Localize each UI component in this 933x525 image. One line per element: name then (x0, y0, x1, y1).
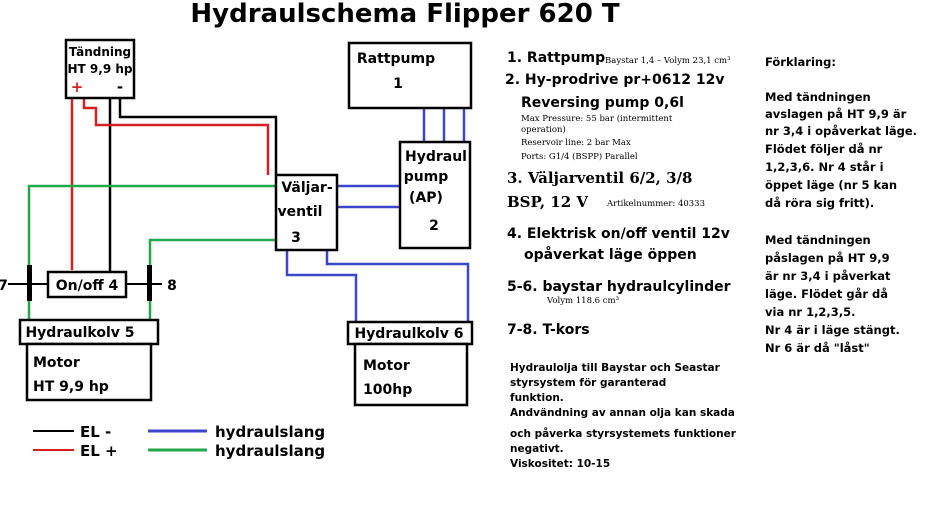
part3-line2: BSP, 12 V (507, 193, 588, 211)
tandning-model: HT 9,9 hp (68, 62, 133, 76)
valjarventil-box (274, 173, 339, 252)
motor5-box (25, 342, 153, 402)
green-hose-left (27, 184, 276, 265)
explanation: Förklaring: Med tändningen avslagen på H… (765, 55, 917, 355)
valjarventil-number: 3 (291, 230, 301, 246)
oil-note-line7: Viskositet: 10-15 (510, 458, 610, 470)
explanation-p2-line5: via nr 1,2,3,5. (765, 305, 856, 319)
valjarventil-line2: ventil (278, 204, 323, 220)
tkors-8-label: 8 (167, 278, 177, 294)
motor6-box (353, 342, 469, 407)
part78-title: 7-8. T-kors (507, 322, 590, 338)
oil-note-line5: och påverka styrsystemets funktioner (510, 427, 737, 440)
legend-green-label: hydraulslang (215, 442, 325, 460)
el-plus-wire (82, 98, 270, 175)
green-hose-right (148, 238, 276, 265)
hydraulpump-line3: (AP) (409, 190, 443, 206)
part4-line1: 4. Elektrisk on/off ventil 12v (507, 226, 730, 242)
part1-note: Baystar 1,4 – Volym 23,1 cm³ (605, 56, 731, 66)
part56-title: 5-6. baystar hydraulcylinder (507, 279, 731, 295)
tandning-label: Tändning (69, 45, 131, 59)
tandning-minus: - (117, 78, 123, 96)
rattpump-label: Rattpump (357, 51, 435, 67)
hydraulpump-box (398, 140, 472, 250)
tkors-8-bar (147, 265, 152, 301)
legend-blue-label: hydraulslang (215, 423, 325, 441)
part2-note-1: Max Pressure: 55 bar (intermittent (521, 113, 673, 124)
explanation-p2-line1: Med tändningen (765, 233, 871, 247)
explanation-p1-line6: öppet läge (nr 5 kan (765, 178, 897, 192)
rattpump-number: 1 (393, 76, 403, 92)
explanation-p1-line1: Med tändningen (765, 90, 871, 104)
part3-line1: 3. Väljarventil 6/2, 3/8 (507, 169, 692, 187)
oil-note-line4: Andvändning av annan olja kan skada (510, 407, 735, 419)
oil-note-line2: styrsystem för garanterad (510, 377, 666, 389)
tandning-plus: + (71, 78, 84, 96)
explanation-heading: Förklaring: (765, 55, 836, 69)
hydraulkolv5-label: Hydraulkolv 5 (25, 325, 134, 341)
onoff-label: On/off 4 (56, 278, 119, 294)
tkors-7-label: 7 (0, 278, 8, 294)
explanation-p1-line4: Flödet följer då nr (765, 142, 883, 156)
onoff-valve-box (46, 270, 128, 299)
tandning-box (64, 38, 136, 100)
blue-hose-kolv6-a (285, 250, 358, 322)
motor6-line1: Motor (363, 358, 410, 374)
legend-el-plus-label: EL + (80, 442, 118, 460)
hydraulpump-line2: pump (404, 169, 449, 185)
explanation-p1-line3: nr 3,4 i opåverkat läge. (765, 124, 917, 138)
part56-note: Volym 118.6 cm³ (546, 296, 619, 306)
hydraulkolv6-label: Hydraulkolv 6 (354, 326, 463, 342)
explanation-p2-line6: Nr 4 är i läge stängt. (765, 323, 900, 337)
legend: EL - EL + hydraulslang hydraulslang (33, 423, 325, 460)
rattpump-box (347, 41, 473, 110)
motor5-line1: Motor (33, 355, 80, 371)
oil-note: Hydraulolja till Baystar och Seastar sty… (510, 362, 737, 470)
part3-note: Artikelnummer: 40333 (606, 199, 705, 209)
el-minus-wire (118, 98, 278, 175)
explanation-p1-line2: avslagen på HT 9,9 är (765, 107, 907, 121)
part2-sub: Reversing pump 0,6l (521, 95, 684, 111)
page-title: Hydraulschema Flipper 620 T (190, 0, 619, 29)
explanation-p1-line5: 1,2,3,6. Nr 4 står i (765, 160, 884, 174)
parts-list: 1. Rattpump Baystar 1,4 – Volym 23,1 cm³… (505, 50, 731, 338)
explanation-p1-line7: då röra sig fritt). (765, 196, 874, 210)
oil-note-line6: negativt. (510, 443, 564, 455)
part4-line2: opåverkat läge öppen (524, 246, 697, 263)
part2-note-4: Ports: G1/4 (BSPP) Parallel (521, 151, 638, 162)
tkors-7-bar (27, 265, 32, 301)
hydraulpump-number: 2 (429, 218, 439, 234)
motor6-line2: 100hp (363, 382, 412, 398)
motor5-line2: HT 9,9 hp (33, 379, 109, 395)
hydraulpump-line1: Hydraul (405, 149, 467, 165)
legend-el-minus-label: EL - (80, 423, 111, 441)
part2-note-3: Reservoir line: 2 bar Max (521, 138, 631, 148)
explanation-p2-line7: Nr 6 är då "låst" (765, 341, 870, 355)
part1-title: 1. Rattpump (507, 50, 605, 66)
explanation-p2-line4: läge. Flödet går då (765, 287, 888, 301)
valjarventil-line1: Väljar- (281, 180, 332, 196)
part2-note-2: operation) (521, 124, 566, 135)
oil-note-line1: Hydraulolja till Baystar och Seastar (510, 362, 721, 374)
explanation-p2-line3: är nr 3,4 i påverkat (765, 269, 891, 283)
part2-title: 2. Hy-prodrive pr+0612 12v (505, 72, 724, 88)
wires (27, 98, 470, 322)
oil-note-line3: funktion. (510, 392, 564, 404)
explanation-p2-line2: påslagen på HT 9,9 (765, 251, 890, 265)
blue-hose-kolv6-b (325, 250, 470, 322)
